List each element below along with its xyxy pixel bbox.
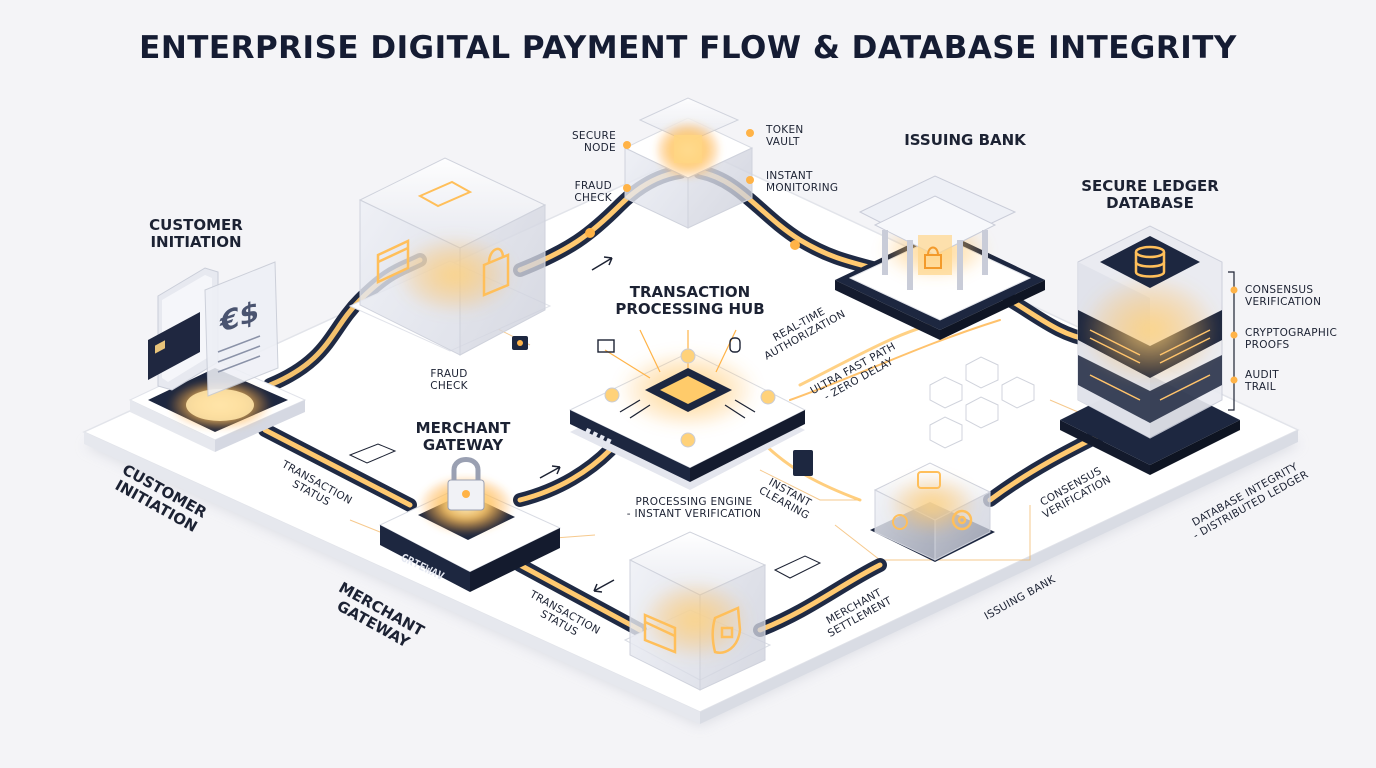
chip-icon	[619, 368, 756, 419]
hexagon-grid	[929, 356, 1035, 449]
direction-arrows	[539, 256, 615, 593]
credit-card-icon	[417, 180, 473, 208]
lock-icon	[447, 457, 485, 511]
receipt-icon: €$	[204, 261, 279, 397]
customer-initiation-node: €$	[128, 261, 307, 452]
issuing-bank-node	[835, 175, 1045, 340]
shield-icon	[917, 471, 941, 489]
credit-card-icon	[376, 239, 410, 284]
secure-ledger-database	[1060, 225, 1240, 475]
credit-card-icon	[597, 337, 741, 353]
issuing-bank-label: ISSUING BANK	[904, 131, 1026, 149]
credit-card-icon	[148, 312, 200, 380]
secure-node-cube	[585, 97, 800, 250]
lock-icon	[924, 246, 942, 269]
shield-icon	[711, 606, 742, 654]
settlement-cube	[870, 462, 995, 562]
credit-card-icon	[643, 613, 677, 654]
gear-icon	[951, 509, 973, 531]
lock-icon	[482, 247, 510, 297]
page-title: ENTERPRISE DIGITAL PAYMENT FLOW & DATABA…	[139, 30, 1237, 66]
processing-engine-label: PROCESSING ENGINE- INSTANT VERIFICATION	[626, 496, 762, 521]
bank-icon	[858, 175, 1017, 290]
transaction-status-cube	[623, 531, 772, 691]
gear-icon	[892, 514, 908, 530]
transaction-processing-hub: ▪▪▪▪	[568, 329, 807, 490]
fraud-check-cube	[348, 157, 552, 356]
floating-card-icons	[348, 336, 822, 579]
database-icon	[1134, 245, 1166, 278]
